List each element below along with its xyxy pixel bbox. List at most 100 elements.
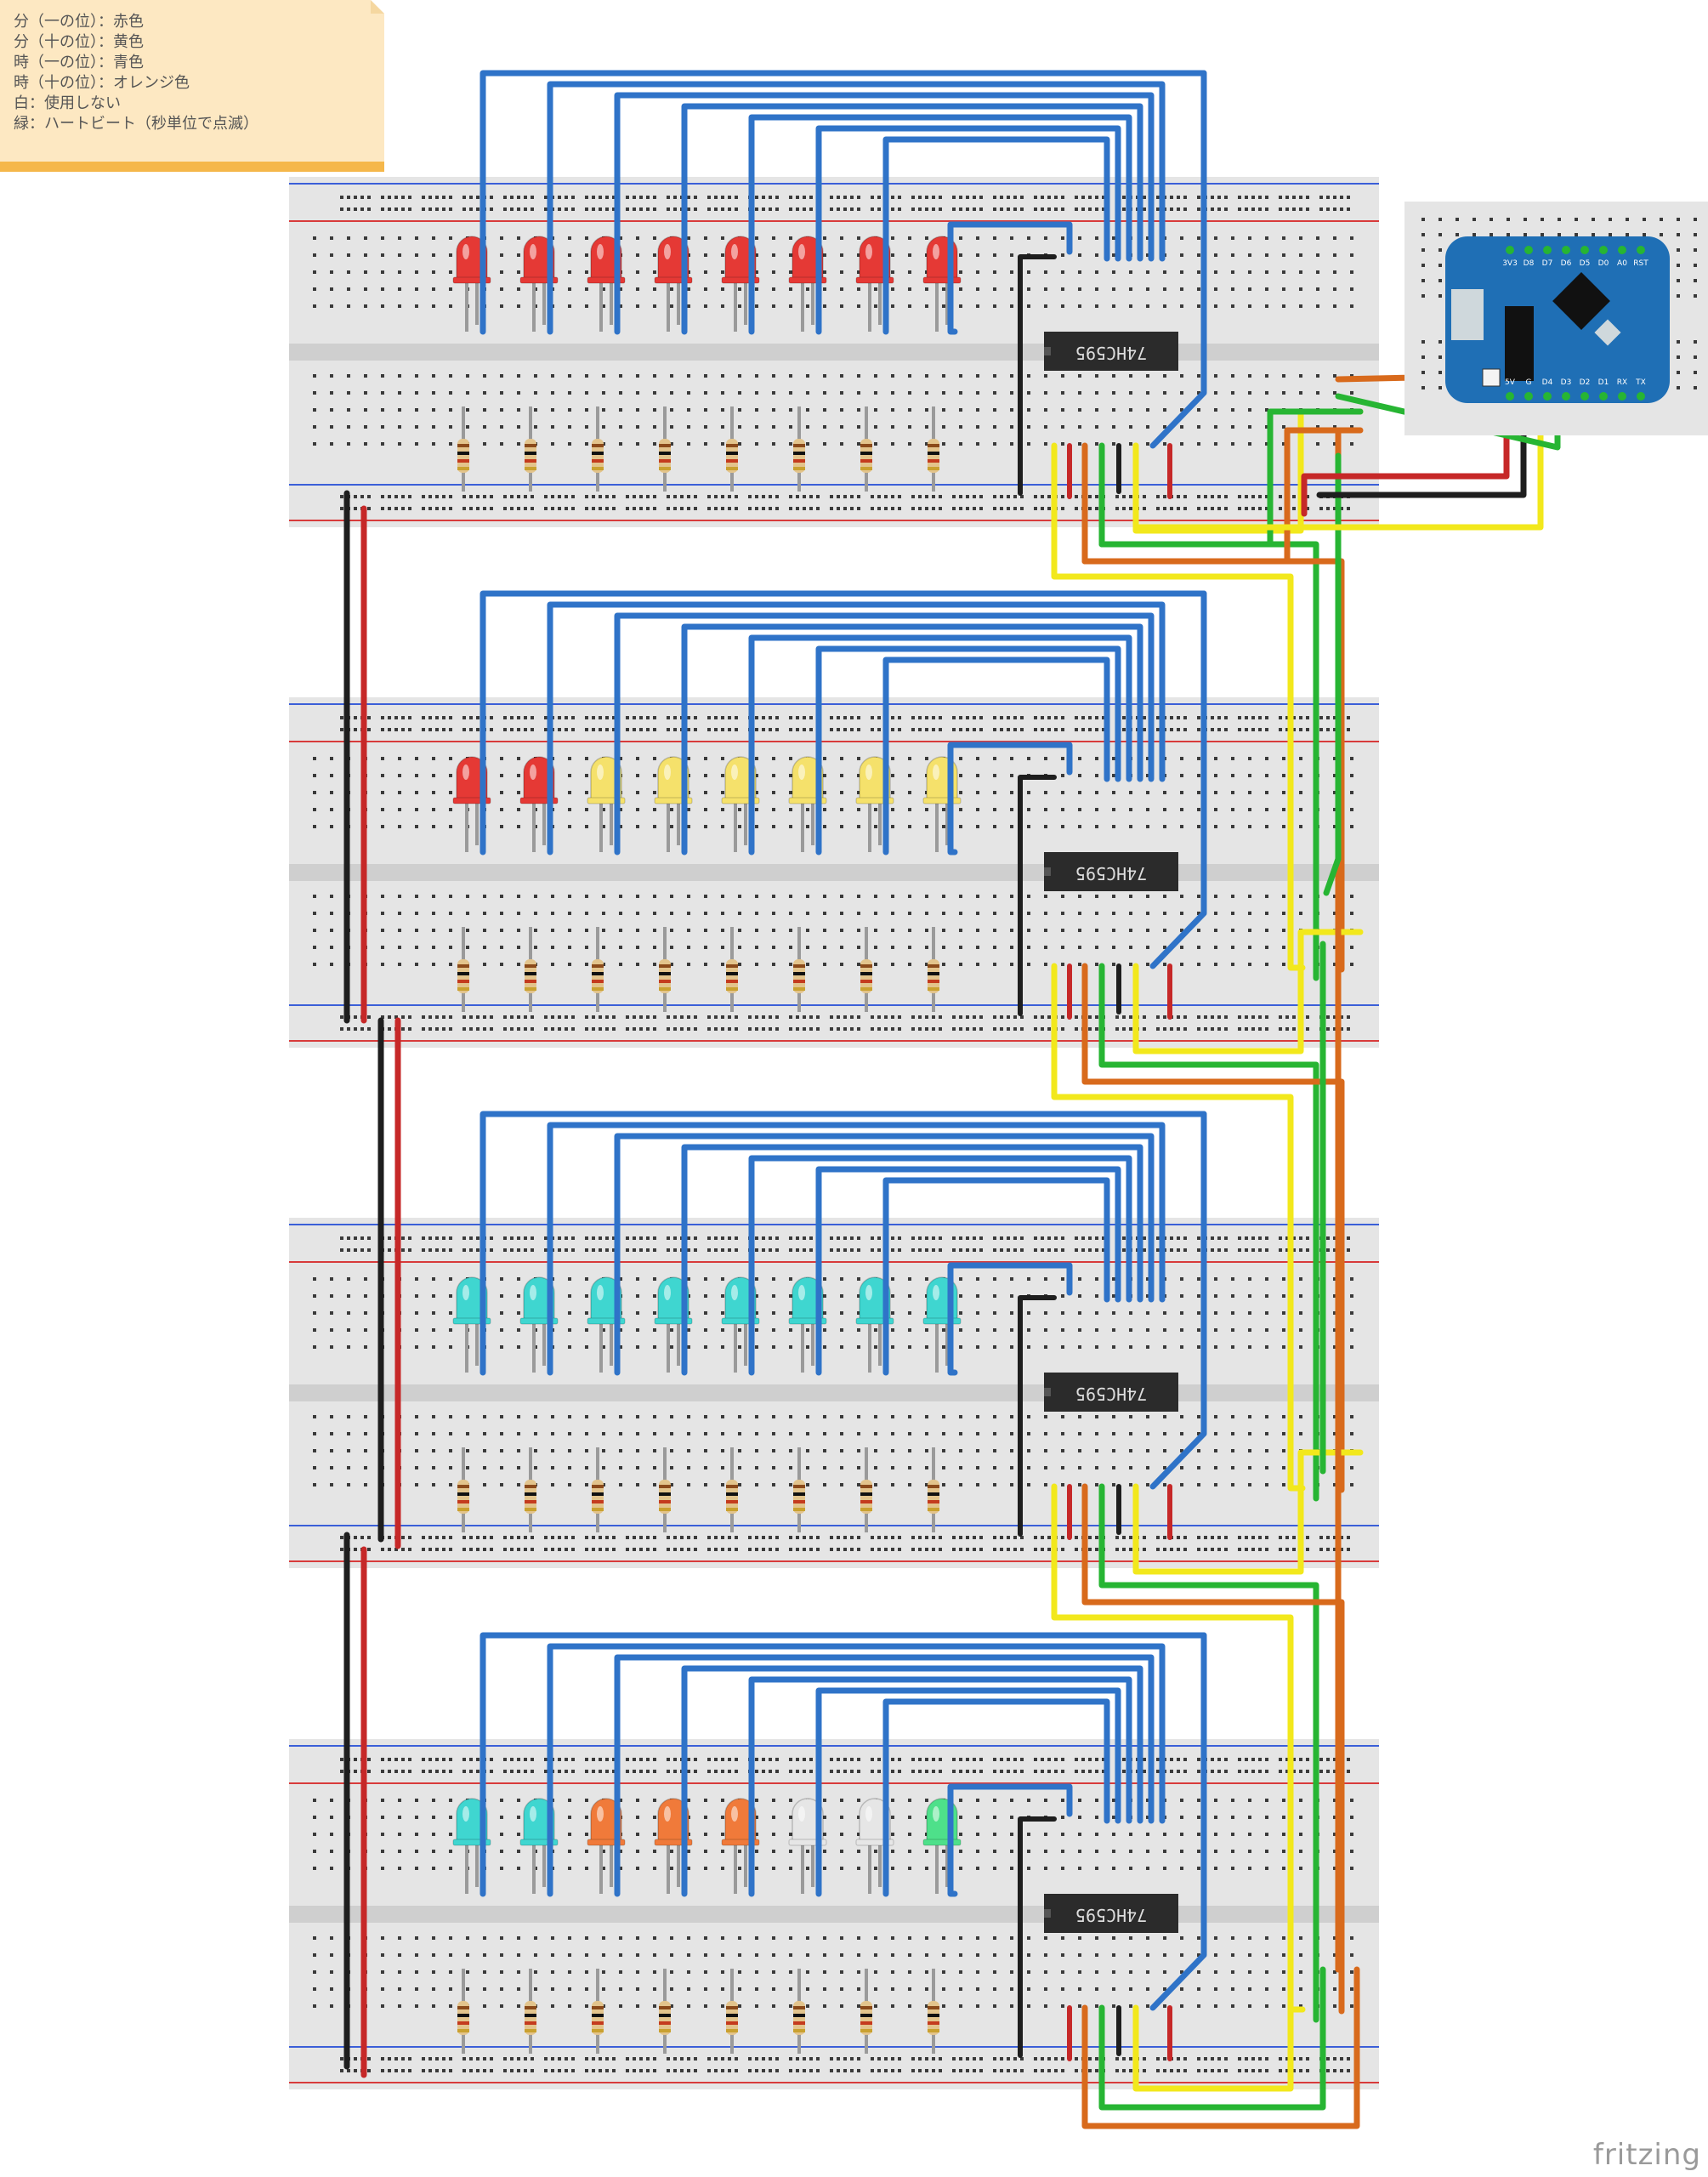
terminal-hole: [1027, 1970, 1030, 1974]
rail-hole: [891, 2057, 894, 2060]
terminal-hole: [789, 1833, 792, 1836]
rail-hole: [442, 1248, 445, 1252]
terminal-hole: [1231, 287, 1234, 291]
rail-hole: [871, 2057, 874, 2060]
terminal-hole: [313, 1816, 316, 1819]
terminal-hole: [1163, 1432, 1166, 1435]
terminal-hole: [415, 963, 418, 966]
terminal-hole: [1044, 1345, 1047, 1349]
rail-hole: [816, 1027, 820, 1031]
terminal-hole: [636, 757, 639, 760]
terminal-hole: [1231, 1432, 1234, 1435]
terminal-hole: [1180, 304, 1183, 308]
rail-hole: [1238, 196, 1241, 199]
rail-hole: [1020, 1236, 1024, 1240]
rail-hole: [1265, 1248, 1268, 1252]
rail-hole: [993, 1027, 996, 1031]
rail-hole: [449, 196, 452, 199]
rail-hole: [1081, 1758, 1085, 1761]
rail-hole: [673, 507, 677, 510]
terminal-hole: [1265, 791, 1268, 794]
terminal-hole: [908, 1449, 911, 1452]
terminal-hole: [942, 929, 945, 932]
rail-hole: [1265, 507, 1268, 510]
terminal-hole: [806, 1970, 809, 1974]
terminal-hole: [891, 374, 894, 378]
terminal-hole: [398, 391, 401, 395]
rail-hole: [1102, 1758, 1105, 1761]
rail-hole: [809, 507, 813, 510]
terminal-hole: [976, 408, 979, 412]
terminal-hole: [1197, 946, 1200, 949]
rail-hole: [973, 1248, 976, 1252]
terminal-hole: [568, 1328, 571, 1332]
terminal-hole: [942, 1970, 945, 1974]
rail-hole: [1292, 207, 1296, 211]
terminal-hole: [1095, 808, 1098, 811]
terminal-hole: [585, 963, 588, 966]
resistor-band: [726, 467, 738, 470]
rail-hole: [646, 1758, 650, 1761]
terminal-hole: [840, 791, 843, 794]
rail-hole: [408, 507, 411, 510]
terminal-hole: [806, 391, 809, 395]
rail-hole: [653, 495, 656, 498]
terminal-hole: [1095, 825, 1098, 828]
terminal-hole: [432, 1277, 435, 1281]
terminal-hole: [347, 1432, 350, 1435]
terminal-hole: [653, 912, 656, 915]
terminal-hole: [1180, 270, 1183, 274]
rail-hole: [966, 196, 969, 199]
resistor-band: [525, 972, 536, 975]
rail-hole: [673, 495, 677, 498]
terminal-hole: [772, 1449, 775, 1452]
terminal-hole: [1231, 774, 1234, 777]
rail-hole: [1075, 2069, 1078, 2072]
terminal-hole: [993, 1816, 996, 1819]
terminal-hole: [636, 1799, 639, 1802]
rail-hole: [932, 1536, 935, 1539]
terminal-hole: [1282, 270, 1285, 274]
terminal-hole: [755, 1799, 758, 1802]
rail-hole: [714, 1015, 718, 1019]
terminal-hole: [670, 1328, 673, 1332]
rail-hole: [966, 1248, 969, 1252]
rail-hole: [911, 2069, 915, 2072]
rail-hole: [1122, 507, 1126, 510]
rail-hole: [388, 1536, 391, 1539]
resistor: [928, 1969, 939, 2054]
resistor: [726, 927, 738, 1012]
terminal-hole: [806, 442, 809, 446]
terminal-hole: [823, 1345, 826, 1349]
rail-hole: [653, 716, 656, 719]
rail-hole: [1211, 207, 1214, 211]
terminal-hole: [1333, 270, 1336, 274]
terminal-hole: [1129, 408, 1132, 412]
terminal-hole: [721, 774, 724, 777]
terminal-hole: [891, 1449, 894, 1452]
terminal-hole: [1299, 1294, 1302, 1298]
terminal-hole: [1248, 304, 1251, 308]
rail-hole: [884, 2069, 888, 2072]
terminal-hole: [398, 287, 401, 291]
rail-hole: [1041, 716, 1044, 719]
terminal-hole: [1146, 1936, 1149, 1940]
rail-hole: [952, 495, 956, 498]
terminal-hole: [976, 825, 979, 828]
terminal-hole: [1197, 791, 1200, 794]
resistor-band: [592, 1500, 604, 1503]
rail-hole: [728, 507, 731, 510]
resistor-band: [457, 980, 469, 983]
terminal-hole: [942, 391, 945, 395]
terminal-hole: [1146, 236, 1149, 240]
resistor-band: [928, 987, 939, 991]
resistor-band: [726, 2006, 738, 2009]
terminal-hole: [1095, 757, 1098, 760]
rail-hole: [1183, 207, 1187, 211]
terminal-hole: [619, 1432, 622, 1435]
terminal-hole: [1010, 1987, 1013, 1991]
terminal-hole: [585, 895, 588, 898]
terminal-hole: [1044, 270, 1047, 274]
terminal-hole: [330, 757, 333, 760]
terminal-hole: [1180, 929, 1183, 932]
